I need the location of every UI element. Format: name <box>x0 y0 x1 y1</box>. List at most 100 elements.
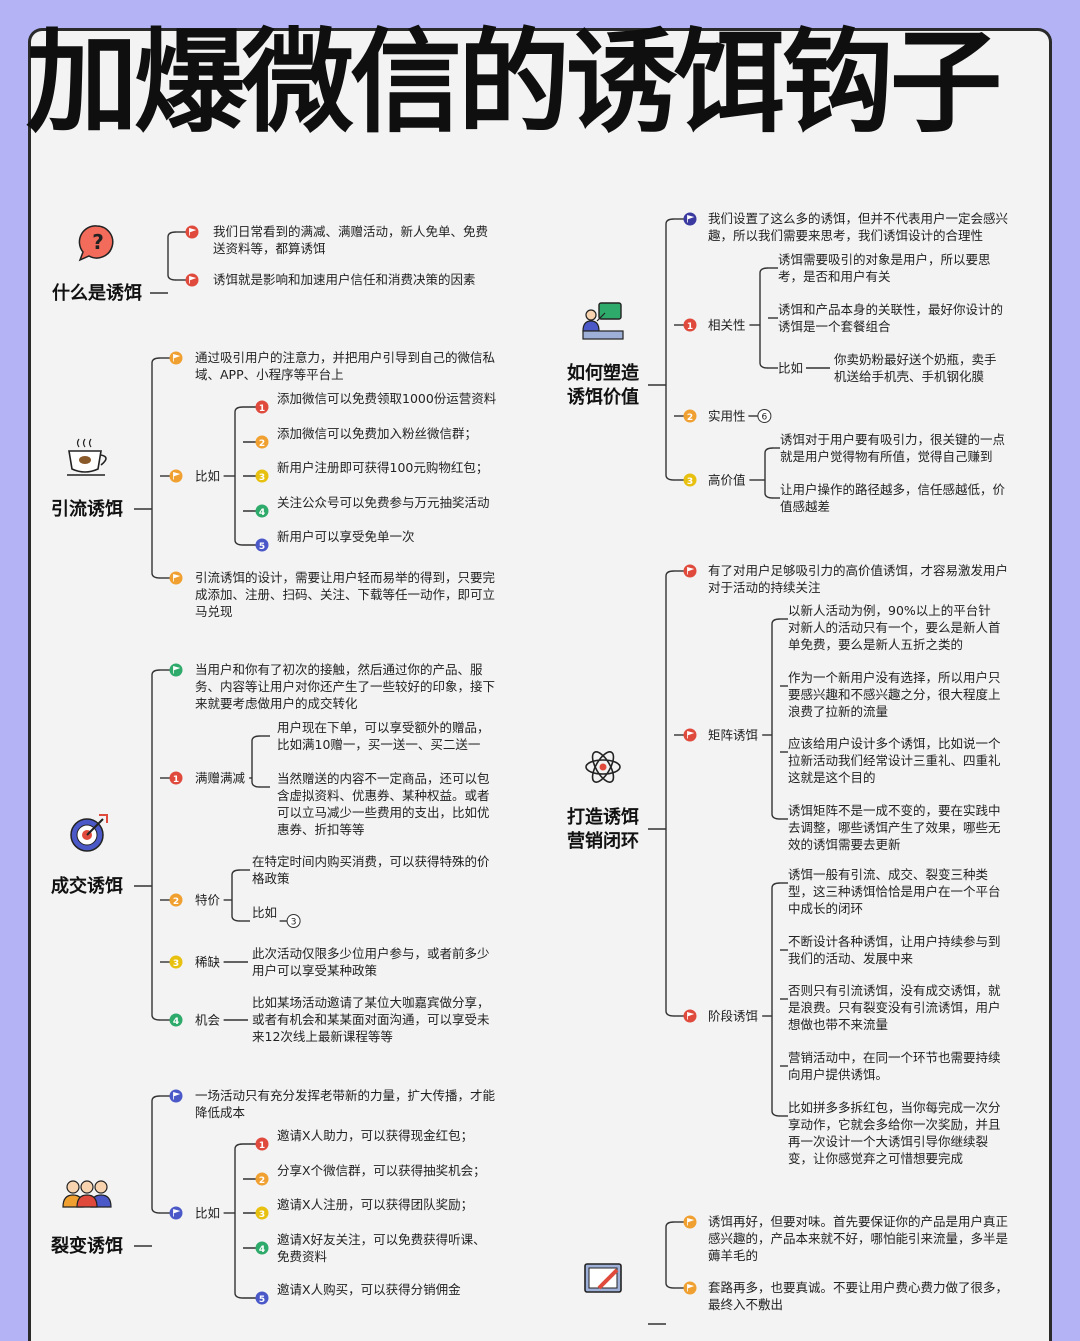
node-text-line: 通过吸引用户的注意力，并把用户引导到自己的微信私 <box>195 350 495 365</box>
atom-icon <box>585 751 621 783</box>
node-text-line: 诱饵再好，但要对味。首先要保证你的产品是用户真正 <box>708 1214 1008 1229</box>
flag-marker-icon <box>683 212 697 226</box>
number-marker-icon <box>683 318 697 332</box>
node-text-line: 否则只有引流诱饵，没有成交诱饵，就 <box>788 983 1001 998</box>
node-text: 比如拼多多拆红包，当你每完成一次分享动作，它就会多给你一次奖励，并且再一次设计一… <box>788 1100 1001 1166</box>
section-title: 成交诱饵 <box>51 875 123 897</box>
poster-card <box>28 28 1052 1341</box>
node-text: 关注公众号可以免费参与万元抽奖活动 <box>277 495 490 510</box>
number-marker-icon <box>683 473 697 487</box>
node-text-line: 机送给手机壳、手机钢化膜 <box>834 369 984 384</box>
node-text-line: 邀请X人助力，可以获得现金红包； <box>277 1128 473 1143</box>
node-text: 否则只有引流诱饵，没有成交诱饵，就是浪费。只有裂变没有引流诱饵，用户想做也带不来… <box>788 983 1001 1032</box>
node-text: 邀请X好友关注，可以免费获得听课、免费资料 <box>277 1232 486 1264</box>
branch-bracket <box>665 570 675 1017</box>
flag-marker-icon <box>185 225 199 239</box>
branch-bracket <box>167 231 177 281</box>
node-text-line: 单免费，要么是新人五折之类的 <box>788 637 963 652</box>
flag-glyph <box>687 1011 695 1020</box>
branch-bracket <box>759 267 769 369</box>
node-text-line: 让用户操作的路径越多，信任感越低，价 <box>780 482 1006 497</box>
number-marker-label: 3 <box>687 477 693 487</box>
section-value: 如何塑造诱饵价值我们设置了这么多的诱饵，但并不代表用户一定会感兴趣，所以我们需要… <box>567 211 1008 514</box>
number-marker-icon <box>255 1137 269 1151</box>
branch-node: 诱饵再好，但要对味。首先要保证你的产品是用户真正感兴趣的，产品本来就不好，哪怕能… <box>674 1214 1009 1263</box>
section-title: 什么是诱饵 <box>52 282 142 304</box>
node-text-line: 来12次线上最新课程等等 <box>252 1029 393 1044</box>
node-text-line: 是浪费。只有裂变没有引流诱饵，用户 <box>788 1000 1001 1015</box>
node-text: 我们设置了这么多的诱饵，但并不代表用户一定会感兴趣，所以我们需要来思考，我们诱饵… <box>708 211 1008 243</box>
branch-label: 矩阵诱饵 <box>708 728 758 743</box>
node-text-line: 诱饵一般有引流、成交、裂变三种类 <box>788 867 989 882</box>
node-text-line: 格政策 <box>252 871 290 886</box>
flag-glyph <box>189 275 197 284</box>
node-text-line: 新用户注册即可获得100元购物红包； <box>277 460 488 475</box>
branch-node: 引流诱饵的设计，需要让用户轻而易举的得到，只要完成添加、注册、扫码、关注、下载等… <box>160 570 495 619</box>
node-text: 邀请X人购买，可以获得分销佣金 <box>277 1282 461 1297</box>
node-text-line: 应该给用户设计多个诱饵，比如说一个 <box>788 736 1001 751</box>
node-text: 分享X个微信群，可以获得抽奖机会； <box>277 1163 486 1178</box>
node-text: 引流诱饵的设计，需要让用户轻而易举的得到，只要完成添加、注册、扫码、关注、下载等… <box>195 570 495 619</box>
flag-glyph <box>687 214 695 223</box>
node-text-line: 型，这三种诱饵恰恰是用户在一个平台 <box>788 884 1001 899</box>
branch-bracket <box>151 669 161 1021</box>
node-text-line: 当然赠送的内容不一定商品，还可以包 <box>277 771 490 786</box>
node-text-line: 拉新活动我们经常设计三重礼、四重礼 <box>788 753 1001 768</box>
flag-marker-icon <box>683 1215 697 1229</box>
branch-bracket <box>665 1221 675 1289</box>
number-marker-label: 5 <box>259 1295 265 1305</box>
flag-glyph <box>687 1283 695 1292</box>
question-bubble-icon: ? <box>78 225 114 262</box>
node-text: 新用户可以享受免单一次 <box>277 529 415 544</box>
section-what: ?什么是诱饵我们日常看到的满减、满赠活动，新人免单、免费送资料等，都算诱饵诱饵就… <box>52 224 488 304</box>
flag-marker-icon <box>683 728 697 742</box>
node-text-line: 比如满10赠一，买一送一、买二送一 <box>277 737 480 752</box>
section-sincere: 诱饵再好，但要对味。首先要保证你的产品是用户真正感兴趣的，产品本来就不好，哪怕能… <box>584 1214 1009 1325</box>
node-text-line: 我们的活动、发展中来 <box>788 951 914 966</box>
number-marker-icon <box>255 1241 269 1255</box>
node-text-line: 可以立马减少一些费用的支出，比如优 <box>277 805 490 820</box>
number-marker-label: 5 <box>259 542 265 552</box>
branch-node: 阶段诱饵诱饵一般有引流、成交、裂变三种类型，这三种诱饵恰恰是用户在一个平台中成长… <box>674 867 1001 1166</box>
node-text: 新用户注册即可获得100元购物红包； <box>277 460 488 475</box>
number-marker-icon <box>255 1172 269 1186</box>
number-marker-label: 1 <box>259 1141 265 1151</box>
flag-marker-icon <box>169 571 183 585</box>
branch-bracket <box>764 447 774 499</box>
node-text-line: 送资料等，都算诱饵 <box>213 241 326 256</box>
branch-node: 诱饵就是影响和加速用户信任和消费决策的因素 <box>176 272 476 287</box>
node-text-line: 邀请X人注册，可以获得团队奖励； <box>277 1197 473 1212</box>
node-text-line: 值感越差 <box>780 499 830 514</box>
node-text-line: 效的诱饵需要去更新 <box>788 837 901 852</box>
flag-marker-icon <box>169 1089 183 1103</box>
node-text: 作为一个新用户没有选择，所以用户只要感兴趣和不感兴趣之分，很大程度上浪费了拉新的… <box>788 670 1001 719</box>
node-text-line: 诱饵就是影响和加速用户信任和消费决策的因素 <box>213 272 476 287</box>
number-marker-icon <box>255 1206 269 1220</box>
flag-glyph <box>173 353 181 362</box>
node-text-line: 当用户和你有了初次的接触，然后通过你的产品、服 <box>195 662 483 677</box>
leaf-node: 诱饵矩阵不是一成不变的，要在实践中去调整，哪些诱饵产生了效果，哪些无效的诱饵需要… <box>780 803 1001 852</box>
number-marker-label: 2 <box>259 439 265 449</box>
flag-glyph <box>687 566 695 575</box>
branch-label: 相关性 <box>708 318 746 333</box>
node-text-line: 对于活动的持续关注 <box>708 580 821 595</box>
node-text: 诱饵再好，但要对味。首先要保证你的产品是用户真正感兴趣的，产品本来就不好，哪怕能… <box>708 1214 1009 1263</box>
collapsed-count-badge <box>286 914 301 928</box>
number-marker-icon <box>255 504 269 518</box>
leaf-label: 比如 <box>778 361 803 376</box>
